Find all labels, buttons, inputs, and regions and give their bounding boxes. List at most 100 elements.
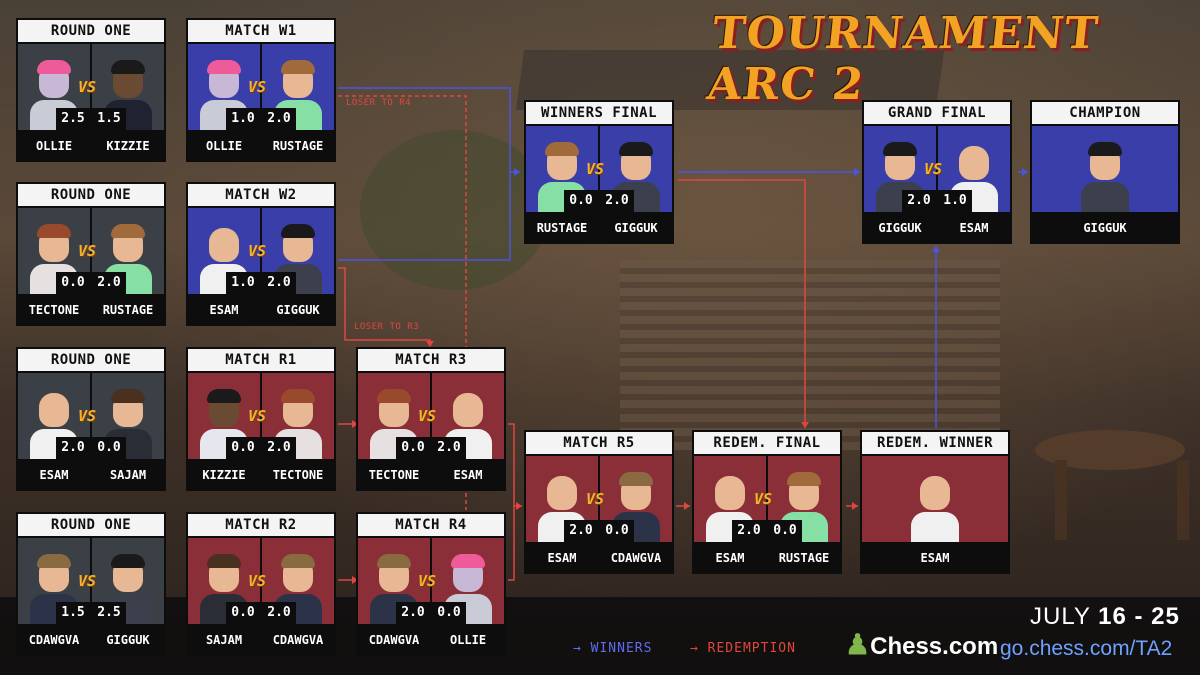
score-left: 0.0: [569, 193, 593, 208]
score-left: 2.0: [569, 523, 593, 538]
player-names: CDAWGVA GIGGUK: [18, 626, 164, 654]
avatar: [911, 470, 959, 542]
player-left: SAJAM: [205, 633, 243, 647]
card-title: ROUND ONE: [18, 514, 164, 536]
avatar: [30, 387, 78, 459]
player-right: ESAM: [959, 221, 989, 235]
player-right: GIGGUK: [106, 633, 150, 647]
score-left: 0.0: [61, 275, 85, 290]
arrow-loser-r3: [426, 341, 434, 347]
player-names: GIGGUK: [1032, 214, 1178, 242]
score-right: 2.0: [267, 275, 291, 290]
player-champion: GIGGUK: [1083, 221, 1127, 235]
vs-badge: VS: [418, 572, 437, 590]
score-right: 1.5: [97, 111, 121, 126]
player-left: OLLIE: [35, 139, 73, 153]
loser-to-r4-tag: LOSER TO R4: [346, 98, 412, 108]
event-url[interactable]: go.chess.com/TA2: [1000, 637, 1173, 660]
player-left: GIGGUK: [878, 221, 922, 235]
player-right: OLLIE: [449, 633, 487, 647]
score-right: 2.5: [97, 605, 121, 620]
score-left: 1.0: [231, 111, 255, 126]
player-left: CDAWGVA: [368, 633, 420, 647]
player-right: KIZZIE: [106, 139, 150, 153]
vs-badge: VS: [248, 78, 267, 96]
score-box: 0.0 2.0: [396, 437, 466, 459]
avatar: [274, 58, 322, 130]
score-right: 2.0: [267, 440, 291, 455]
champion-portrait: [1032, 126, 1178, 212]
matchup-portrait: VS: [188, 373, 334, 459]
card-title: MATCH R3: [358, 349, 504, 371]
pawn-icon: ♟: [845, 629, 871, 660]
line-w2-to-wf: [338, 172, 511, 261]
score-left: 0.0: [231, 605, 255, 620]
player-left: OLLIE: [205, 139, 243, 153]
score-box: 2.5 1.5: [56, 108, 126, 130]
player-right: GIGGUK: [614, 221, 658, 235]
player-left: KIZZIE: [202, 468, 246, 482]
arrow-rw-gf: [932, 246, 940, 252]
player-left: ESAM: [209, 303, 239, 317]
card-title: REDEM. FINAL: [694, 432, 840, 454]
score-left: 0.0: [401, 440, 425, 455]
player-right: CDAWGVA: [610, 551, 662, 565]
chess-com-brand: Chess.com: [870, 633, 999, 660]
vs-badge: VS: [78, 242, 97, 260]
matchup-portrait: VS: [18, 373, 164, 459]
player-right: ESAM: [453, 468, 483, 482]
player-names: OLLIE KIZZIE: [18, 132, 164, 160]
player-names: ESAM: [862, 544, 1008, 572]
player-left: CDAWGVA: [28, 633, 80, 647]
player-left: ESAM: [39, 468, 69, 482]
legend-redemption: → REDEMPTION: [690, 641, 796, 656]
score-left: 2.0: [401, 605, 425, 620]
score-right: 2.0: [437, 440, 461, 455]
score-left: 1.0: [231, 275, 255, 290]
avatar: [200, 387, 248, 459]
arrow-r5: [516, 502, 522, 510]
arrow-champ: [1022, 168, 1028, 176]
vs-badge: VS: [248, 572, 267, 590]
avatar: [612, 140, 660, 212]
player-redemption-winner: ESAM: [920, 551, 950, 565]
arrow-rw: [852, 502, 858, 510]
player-right: TECTONE: [272, 468, 324, 482]
score-left: 2.5: [61, 111, 85, 126]
card-redemption-winner[interactable]: REDEM. WINNER ESAM: [860, 430, 1010, 574]
matchup-portrait: VS: [694, 456, 840, 542]
player-left: RUSTAGE: [536, 221, 588, 235]
card-champion[interactable]: CHAMPION GIGGUK: [1030, 100, 1180, 244]
vs-badge: VS: [248, 242, 267, 260]
player-names: OLLIE RUSTAGE: [188, 132, 334, 160]
player-right: RUSTAGE: [272, 139, 324, 153]
card-title: MATCH W1: [188, 20, 334, 42]
vs-badge: VS: [924, 160, 943, 178]
